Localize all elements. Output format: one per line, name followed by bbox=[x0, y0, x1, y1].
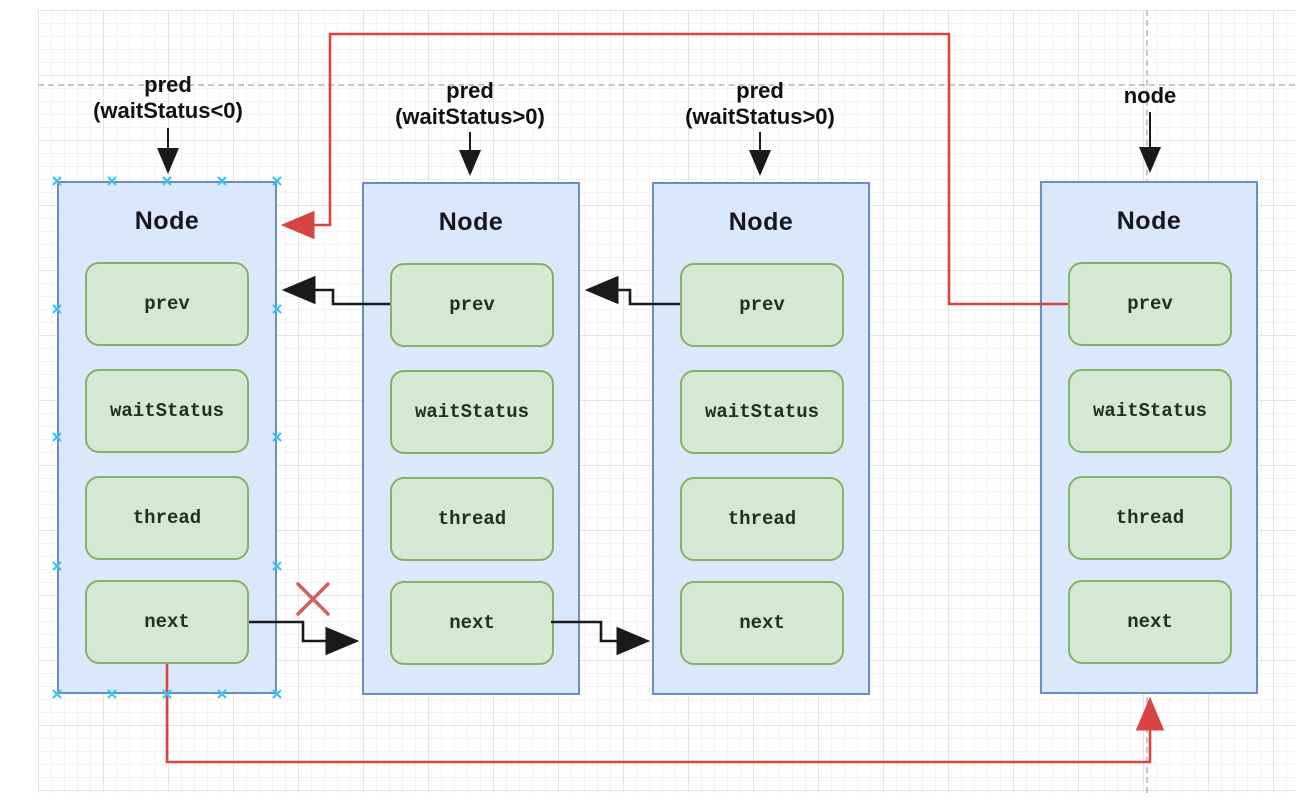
label-node[interactable]: node bbox=[1030, 83, 1270, 109]
label-pred-3-line1: pred bbox=[736, 78, 784, 103]
node-4-field-thread[interactable]: thread bbox=[1068, 476, 1232, 560]
node-1-field-prev[interactable]: prev bbox=[85, 262, 249, 346]
node-1-field-thread[interactable]: thread bbox=[85, 476, 249, 560]
node-3-field-waitstatus[interactable]: waitStatus bbox=[680, 370, 844, 454]
node-1-field-waitstatus[interactable]: waitStatus bbox=[85, 369, 249, 453]
node-3-field-thread[interactable]: thread bbox=[680, 477, 844, 561]
node-3-field-next[interactable]: next bbox=[680, 581, 844, 665]
label-pred-3-line2: (waitStatus>0) bbox=[685, 104, 835, 129]
label-pred-1[interactable]: pred (waitStatus<0) bbox=[48, 72, 288, 124]
node-2-field-next[interactable]: next bbox=[390, 581, 554, 665]
node-4-field-next[interactable]: next bbox=[1068, 580, 1232, 664]
node-2-field-prev[interactable]: prev bbox=[390, 263, 554, 347]
node-1-field-next[interactable]: next bbox=[85, 580, 249, 664]
node-3-title: Node bbox=[728, 208, 794, 236]
node-1[interactable]: Node prev waitStatus thread next bbox=[57, 181, 277, 694]
node-3-field-prev[interactable]: prev bbox=[680, 263, 844, 347]
label-pred-2-line1: pred bbox=[446, 78, 494, 103]
node-1-title: Node bbox=[134, 207, 200, 235]
node-4-field-waitstatus[interactable]: waitStatus bbox=[1068, 369, 1232, 453]
label-pred-1-line2: (waitStatus<0) bbox=[93, 98, 243, 123]
node-4-title: Node bbox=[1116, 207, 1182, 235]
label-pred-2-line2: (waitStatus>0) bbox=[395, 104, 545, 129]
label-node-line1: node bbox=[1123, 83, 1177, 108]
node-2-field-waitstatus[interactable]: waitStatus bbox=[390, 370, 554, 454]
node-2[interactable]: Node prev waitStatus thread next bbox=[362, 182, 580, 695]
node-2-field-thread[interactable]: thread bbox=[390, 477, 554, 561]
node-4[interactable]: Node prev waitStatus thread next bbox=[1040, 181, 1258, 694]
node-3[interactable]: Node prev waitStatus thread next bbox=[652, 182, 870, 695]
node-2-title: Node bbox=[438, 208, 504, 236]
node-4-field-prev[interactable]: prev bbox=[1068, 262, 1232, 346]
label-pred-2[interactable]: pred (waitStatus>0) bbox=[350, 78, 590, 130]
label-pred-1-line1: pred bbox=[144, 72, 192, 97]
label-pred-3[interactable]: pred (waitStatus>0) bbox=[640, 78, 880, 130]
